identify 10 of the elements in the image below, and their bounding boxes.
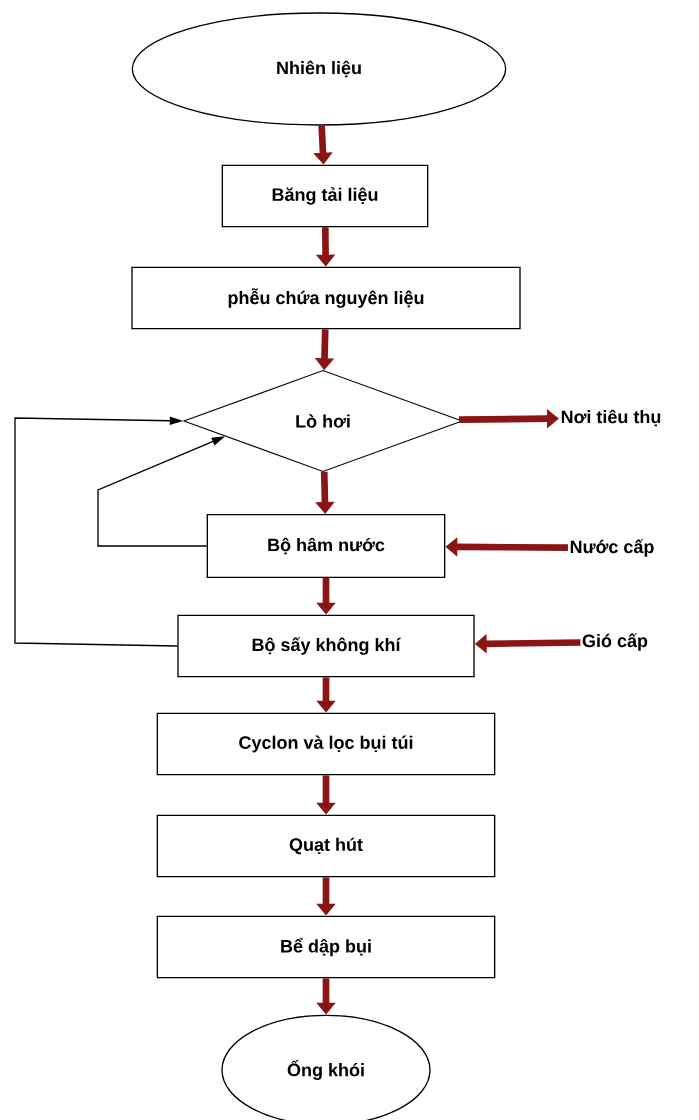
process-box: Bộ hâm nước [206, 514, 446, 578]
process-box: phễu chứa nguyên liệu [131, 266, 521, 330]
flow-label: Nơi tiêu thụ [561, 409, 661, 427]
process-box: Cyclon và lọc bụi túi [156, 712, 496, 776]
process-box: Quạt hút [156, 814, 496, 878]
flow-label: Nước cấp [570, 539, 654, 557]
flow-label: Gió cấp [582, 633, 648, 651]
process-box: Bộ sấy không khí [177, 614, 475, 678]
process-box: Bể dập bụi [156, 915, 496, 979]
process-box: Băng tải liệu [221, 164, 429, 228]
